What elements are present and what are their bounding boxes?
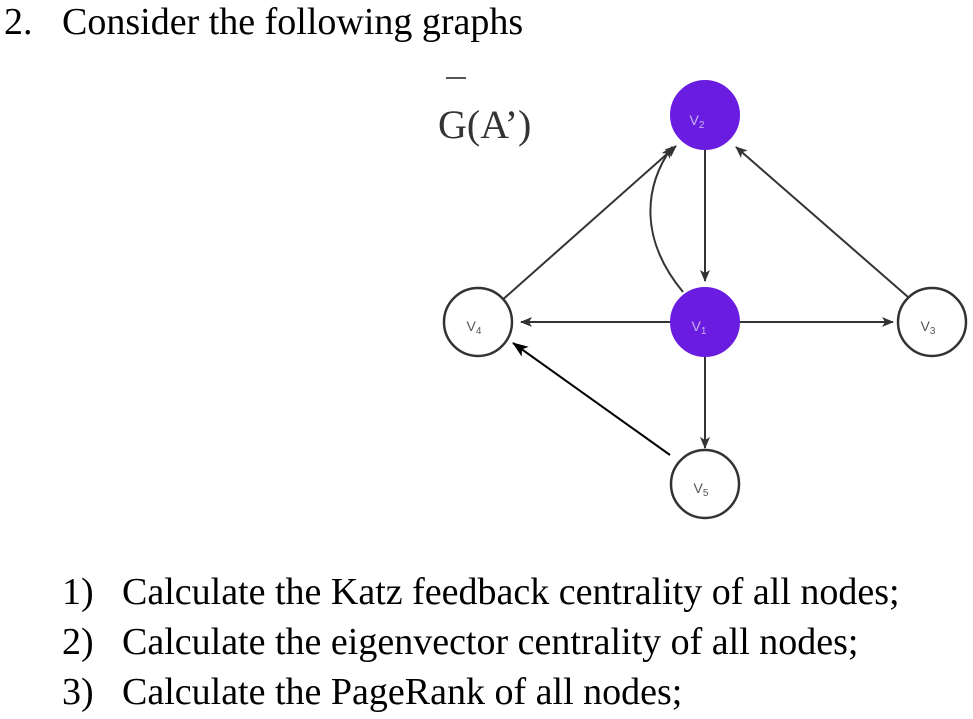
edge-v1-to-v2 xyxy=(649,146,684,293)
svg-text:V3: V3 xyxy=(921,318,936,337)
edge-v3-to-v2 xyxy=(735,146,909,298)
svg-text:V4: V4 xyxy=(467,318,482,337)
task-number: 2) xyxy=(62,621,94,663)
svg-text:V1: V1 xyxy=(692,318,707,337)
node-v3-name: V xyxy=(921,318,931,334)
task-number: 1) xyxy=(62,571,94,613)
edge-v4-to-v2 xyxy=(499,145,677,303)
node-v5-name: V xyxy=(694,480,704,496)
node-v1: V1 xyxy=(670,287,740,357)
node-v5-sub: 5 xyxy=(703,488,709,499)
node-v4: V4 xyxy=(442,286,514,358)
question-number: 2. xyxy=(4,1,33,43)
graph-diagram: G(A’) V2 V1 V4 V3 V5 xyxy=(438,77,968,520)
edge-v5-to-v4 xyxy=(512,342,671,456)
graph-label: G(A’) xyxy=(438,102,531,147)
list-item: 1) Calculate the Katz feedback centrality… xyxy=(62,567,900,617)
list-item: 2) Calculate the eigenvector centrality o… xyxy=(62,617,900,667)
task-text: Calculate the Katz feedback centrality o… xyxy=(122,571,900,613)
task-text: Calculate the PageRank of all nodes; xyxy=(122,671,683,713)
question-heading: 2. Consider the following graphs xyxy=(4,0,523,44)
node-v4-name: V xyxy=(467,318,477,334)
node-v1-name: V xyxy=(692,318,702,334)
node-v2-name: V xyxy=(690,112,700,128)
node-v5: V5 xyxy=(669,448,741,520)
node-v2-sub: 2 xyxy=(699,120,705,131)
graph-edges xyxy=(499,145,909,456)
node-v4-sub: 4 xyxy=(476,326,482,337)
task-number: 3) xyxy=(62,671,94,713)
node-v1-sub: 1 xyxy=(701,326,707,337)
task-list: 1) Calculate the Katz feedback centrality… xyxy=(62,567,900,717)
node-v2: V2 xyxy=(670,80,740,150)
node-v3-sub: 3 xyxy=(930,326,936,337)
node-v3: V3 xyxy=(896,286,968,358)
question-prompt: Consider the following graphs xyxy=(62,1,524,43)
task-text: Calculate the eigenvector centrality of … xyxy=(122,621,859,663)
list-item: 3) Calculate the PageRank of all nodes; xyxy=(62,667,900,717)
svg-text:V2: V2 xyxy=(690,112,705,131)
svg-text:V5: V5 xyxy=(694,480,709,499)
